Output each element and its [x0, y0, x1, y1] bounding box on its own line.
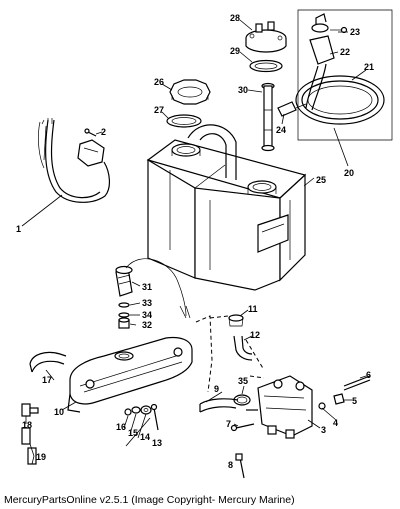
fuel-tank	[146, 124, 307, 291]
hose-17	[29, 351, 67, 373]
label-5: 5	[352, 396, 357, 406]
cap-gasket	[166, 114, 202, 128]
label-30: 30	[238, 85, 248, 95]
fuel-line-assembly	[295, 9, 393, 141]
part-labels: 1 2 3 4 5 6 7 8 9 10 11 12 13 14 15 16 1…	[16, 13, 374, 470]
hose-9	[199, 398, 239, 413]
label-25: 25	[316, 175, 326, 185]
label-4: 4	[333, 418, 338, 428]
wiring-harness	[38, 118, 110, 203]
label-26: 26	[154, 77, 164, 87]
sender-gasket	[249, 59, 283, 73]
label-31: 31	[142, 282, 152, 292]
label-29: 29	[230, 46, 240, 56]
label-20: 20	[344, 168, 354, 178]
label-7: 7	[226, 419, 231, 429]
label-10: 10	[54, 407, 64, 417]
copyright-caption: MercuryPartsOnline v2.5.1 (Image Copyrig…	[4, 494, 295, 506]
small-parts	[230, 375, 371, 479]
label-21: 21	[364, 62, 374, 72]
leader-lines	[21, 19, 367, 465]
sender-cap	[245, 21, 287, 53]
label-6: 6	[366, 370, 371, 380]
label-14: 14	[140, 432, 150, 442]
label-32: 32	[142, 320, 152, 330]
label-19: 19	[36, 452, 46, 462]
label-24: 24	[276, 125, 286, 135]
label-2: 2	[101, 127, 106, 137]
pickup-tube	[261, 82, 275, 152]
label-16: 16	[116, 422, 126, 432]
label-17: 17	[42, 375, 52, 385]
manifold	[67, 336, 193, 413]
label-27: 27	[154, 105, 164, 115]
fuel-sender	[115, 258, 191, 319]
label-9: 9	[214, 384, 219, 394]
label-22: 22	[340, 47, 350, 57]
seal-stack	[118, 302, 130, 329]
routing-line	[195, 315, 265, 393]
hardware-13-16	[124, 403, 159, 431]
switch-screw	[84, 128, 97, 137]
label-35: 35	[238, 376, 248, 386]
label-28: 28	[230, 13, 240, 23]
label-1: 1	[16, 224, 21, 234]
label-15: 15	[128, 428, 138, 438]
bushing-11	[228, 314, 244, 327]
label-13: 13	[152, 438, 162, 448]
label-3: 3	[321, 425, 326, 435]
label-11: 11	[248, 304, 258, 314]
label-23: 23	[350, 27, 360, 37]
elbow-fitting	[21, 403, 39, 417]
elbow-hose-12	[233, 335, 253, 361]
label-8: 8	[228, 460, 233, 470]
fuel-cap	[169, 79, 211, 105]
fittings-19	[21, 427, 37, 465]
label-33: 33	[142, 298, 152, 308]
label-12: 12	[250, 330, 260, 340]
fuel-connector	[246, 375, 313, 439]
label-34: 34	[142, 310, 152, 320]
label-18: 18	[22, 420, 32, 430]
hose-fitting	[277, 101, 307, 117]
